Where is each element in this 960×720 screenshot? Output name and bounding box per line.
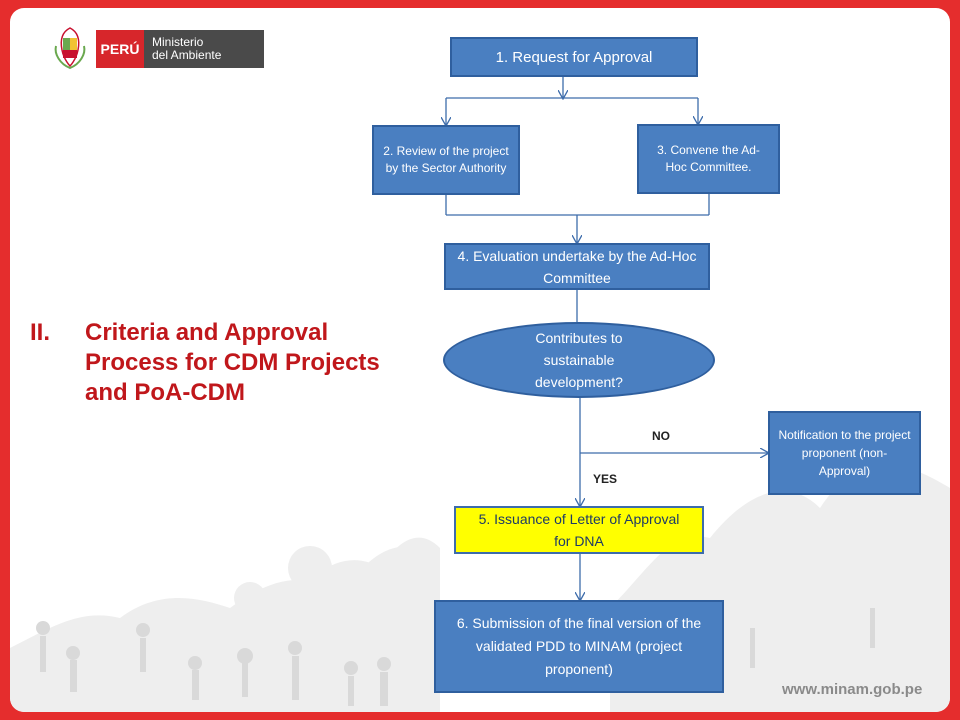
step-6-submission-pdd: 6. Submission of the final version of th… — [434, 600, 724, 693]
website-url[interactable]: www.minam.gob.pe — [782, 681, 923, 698]
ministry-label: Ministerio del Ambiente — [144, 30, 264, 68]
step-3-convene-committee: 3. Convene the Ad-Hoc Committee. — [637, 124, 780, 194]
step-1-request-approval: 1. Request for Approval — [450, 37, 698, 77]
label-no: NO — [652, 429, 670, 443]
peru-flag-label: PERÚ — [96, 30, 144, 68]
title-numeral: II. — [30, 319, 51, 346]
step-5-letter-of-approval: 5. Issuance of Letter of Approval for DN… — [454, 506, 704, 554]
label-yes: YES — [593, 472, 618, 486]
ministry-line-2: del Ambiente — [152, 48, 222, 62]
notification-non-approval: Notification to the project proponent (n… — [768, 411, 921, 495]
decision-sustainable-development: Contributes to sustainable development? — [443, 322, 715, 398]
landscape-illustration — [10, 464, 950, 712]
peru-coat-of-arms-icon — [54, 27, 86, 70]
title-text: Criteria and Approval Process for CDM Pr… — [85, 319, 380, 406]
ministry-line-1: Ministerio — [152, 35, 204, 49]
step-4-evaluation: 4. Evaluation undertake by the Ad-Hoc Co… — [444, 243, 710, 290]
step-2-sector-review: 2. Review of the project by the Sector A… — [372, 125, 520, 195]
